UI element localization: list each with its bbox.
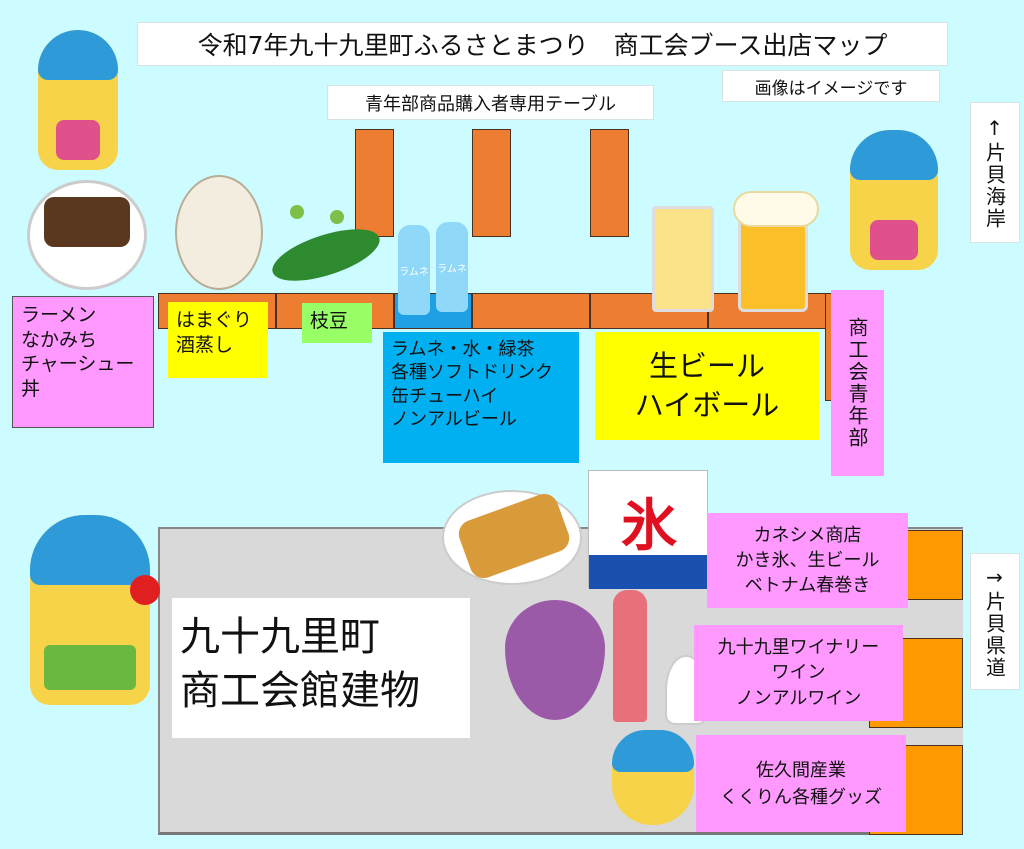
booth-sakuma: 佐久間産業 くくりん各種グッズ [696,735,906,832]
booth-ramen-line: チャーシュー [21,353,135,376]
grapes-illustration [505,600,605,720]
edamame-illustration [266,218,386,292]
booth-beer-line: 生ビール [648,348,765,383]
booth-ramen-line: ラーメン [21,304,97,326]
mascot-suit-icon [870,220,918,260]
counter-segment [472,293,590,329]
highball-glass-illustration [652,206,714,312]
building-label-line: 九十九里町 [180,614,380,660]
booth-winery-line: ノンアルワイン [735,687,862,709]
booth-hamaguri-line: はまぐり [176,309,253,331]
booth-hamaguri: はまぐり 酒蒸し [168,302,268,378]
chashu-meat-icon [44,197,130,247]
mascot-hat-icon [30,515,150,585]
mascot-suit-icon [56,120,100,160]
booth-beer-line: ハイボール [634,388,780,422]
bean-icon [290,205,304,219]
booth-winery-line: 九十九里ワイナリー [717,637,880,659]
booth-sakuma-line: 佐久間産業 [756,759,846,781]
chashu-bowl-illustration [27,180,147,290]
beer-foam-icon [733,191,819,227]
bean-icon [330,210,344,224]
image-note: 画像はイメージです [722,70,940,102]
mascot-surfboard-illustration [38,30,118,170]
booth-edamame: 枝豆 [302,303,372,343]
mascot-sitting-illustration [850,130,938,270]
booth-drinks: ラムネ・水・緑茶 各種ソフトドリンク 缶チューハイ ノンアルビール [383,332,579,463]
youth-table-label: 青年部商品購入者専用テーブル [327,85,654,120]
mascot-hat-icon [612,730,694,772]
booth-kaneshime-line: カネシメ商店 [753,524,862,546]
kori-character: 氷 [621,494,677,559]
mascot-hula-illustration [30,515,160,705]
booth-kaneshime-line: ベトナム春巻き [744,575,871,597]
booth-ramen-line: なかみち [21,328,98,351]
mascot-hat-icon [38,30,118,80]
building-label-line: 商工会館建物 [180,668,420,714]
direction-road: →片貝県道 [970,553,1020,690]
booth-hamaguri-line: 酒蒸し [176,333,234,356]
youth-table-3 [590,129,629,237]
booth-kaneshime-line: かき氷、生ビール [735,549,880,571]
mascot-peek-illustration [612,730,694,825]
booth-beer: 生ビール ハイボール [595,332,819,440]
booth-winery: 九十九里ワイナリー ワイン ノンアルワイン [694,625,903,721]
wine-bottle-illustration [613,590,647,722]
hibiscus-icon [130,575,160,605]
spring-roll-icon [454,490,574,582]
kakigori-flag-illustration: 氷 [588,470,709,589]
mascot-hat-icon [850,130,938,180]
building-label: 九十九里町 商工会館建物 [172,598,470,738]
map-title: 令和7年九十九里町ふるさとまつり 商工会ブース出店マップ [137,22,948,66]
wave-pattern-icon [589,555,709,589]
booth-ramen: ラーメン なかみち チャーシュー 丼 [12,296,154,428]
booth-drinks-line: ノンアルビール [391,409,517,431]
ramune-bottle-illustration: ラムネ [436,222,468,312]
mascot-skirt-icon [44,645,136,690]
booth-youth-division: 商工会青年部 [831,290,884,476]
spring-roll-plate-illustration [442,490,582,585]
booth-drinks-line: ラムネ・水・緑茶 [391,339,535,360]
youth-table-1 [355,129,394,237]
youth-table-2 [472,129,511,237]
booth-drinks-line: 各種ソフトドリンク [391,362,553,384]
clam-illustration [175,175,263,290]
booth-kaneshime: カネシメ商店 かき氷、生ビール ベトナム春巻き [707,513,908,608]
ramune-bottle-illustration: ラムネ [398,225,430,315]
booth-sakuma-line: くくりん各種グッズ [720,786,882,808]
booth-drinks-line: 缶チューハイ [391,385,499,407]
booth-ramen-line: 丼 [21,378,41,401]
beer-mug-illustration [733,191,819,312]
booth-winery-line: ワイン [771,662,826,684]
direction-beach: ↑片貝海岸 [970,102,1020,243]
